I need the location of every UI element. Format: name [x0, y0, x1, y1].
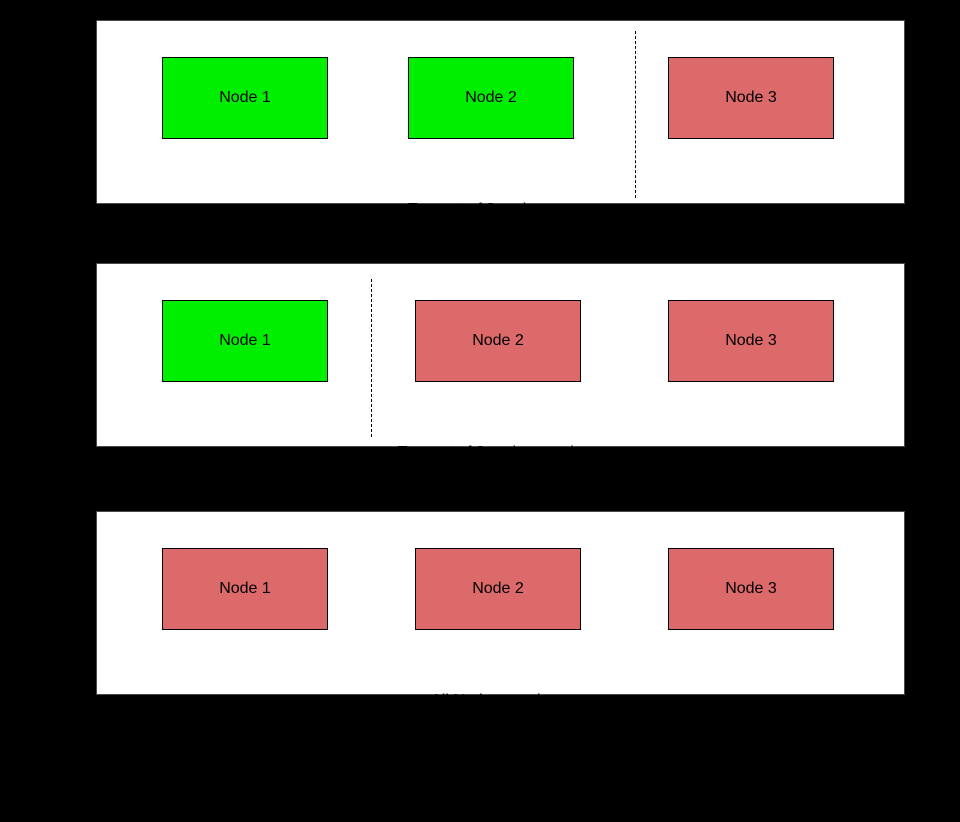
node-label: Node 1 [219, 580, 271, 597]
node-label: Node 1 [219, 89, 271, 106]
caption-line-1: All Nodes are down [431, 692, 570, 709]
partition-divider-dashed-line [371, 279, 372, 437]
partition-divider-dashed-line [635, 31, 636, 198]
node-label: Node 2 [472, 332, 524, 349]
node-box: Node 1 [162, 57, 328, 139]
caption: All Nodes are down Majority Fails & Clus… [97, 646, 904, 822]
node-label: Node 3 [725, 580, 777, 597]
node-box: Node 1 [162, 548, 328, 630]
caption-line-2: Majority Fails & Cluster Stops [395, 758, 606, 775]
scenario-panel-two-nodes-up: Node 1 Node 2 Node 3 Two out of 3 nodes … [96, 20, 905, 284]
node-label: Node 1 [219, 332, 271, 349]
node-label: Node 3 [725, 89, 777, 106]
node-box: Node 1 [162, 300, 328, 382]
caption-line-1: Two out of 3 nodes are up [407, 201, 593, 218]
node-box: Node 3 [668, 548, 834, 630]
scenario-panel-two-nodes-down: Node 1 Node 2 Node 3 Two out of 3 nodes … [96, 263, 905, 527]
node-label: Node 2 [465, 89, 517, 106]
node-label: Node 3 [725, 332, 777, 349]
node-box: Node 3 [668, 57, 834, 139]
node-box: Node 2 [415, 300, 581, 382]
caption-line-1: Two out of 3 nodes are down [397, 444, 604, 461]
node-box: Node 3 [668, 300, 834, 382]
node-box: Node 2 [408, 57, 574, 139]
node-box: Node 2 [415, 548, 581, 630]
scenario-panel-all-nodes-down: Node 1 Node 2 Node 3 All Nodes are down … [96, 511, 905, 775]
node-label: Node 2 [472, 580, 524, 597]
